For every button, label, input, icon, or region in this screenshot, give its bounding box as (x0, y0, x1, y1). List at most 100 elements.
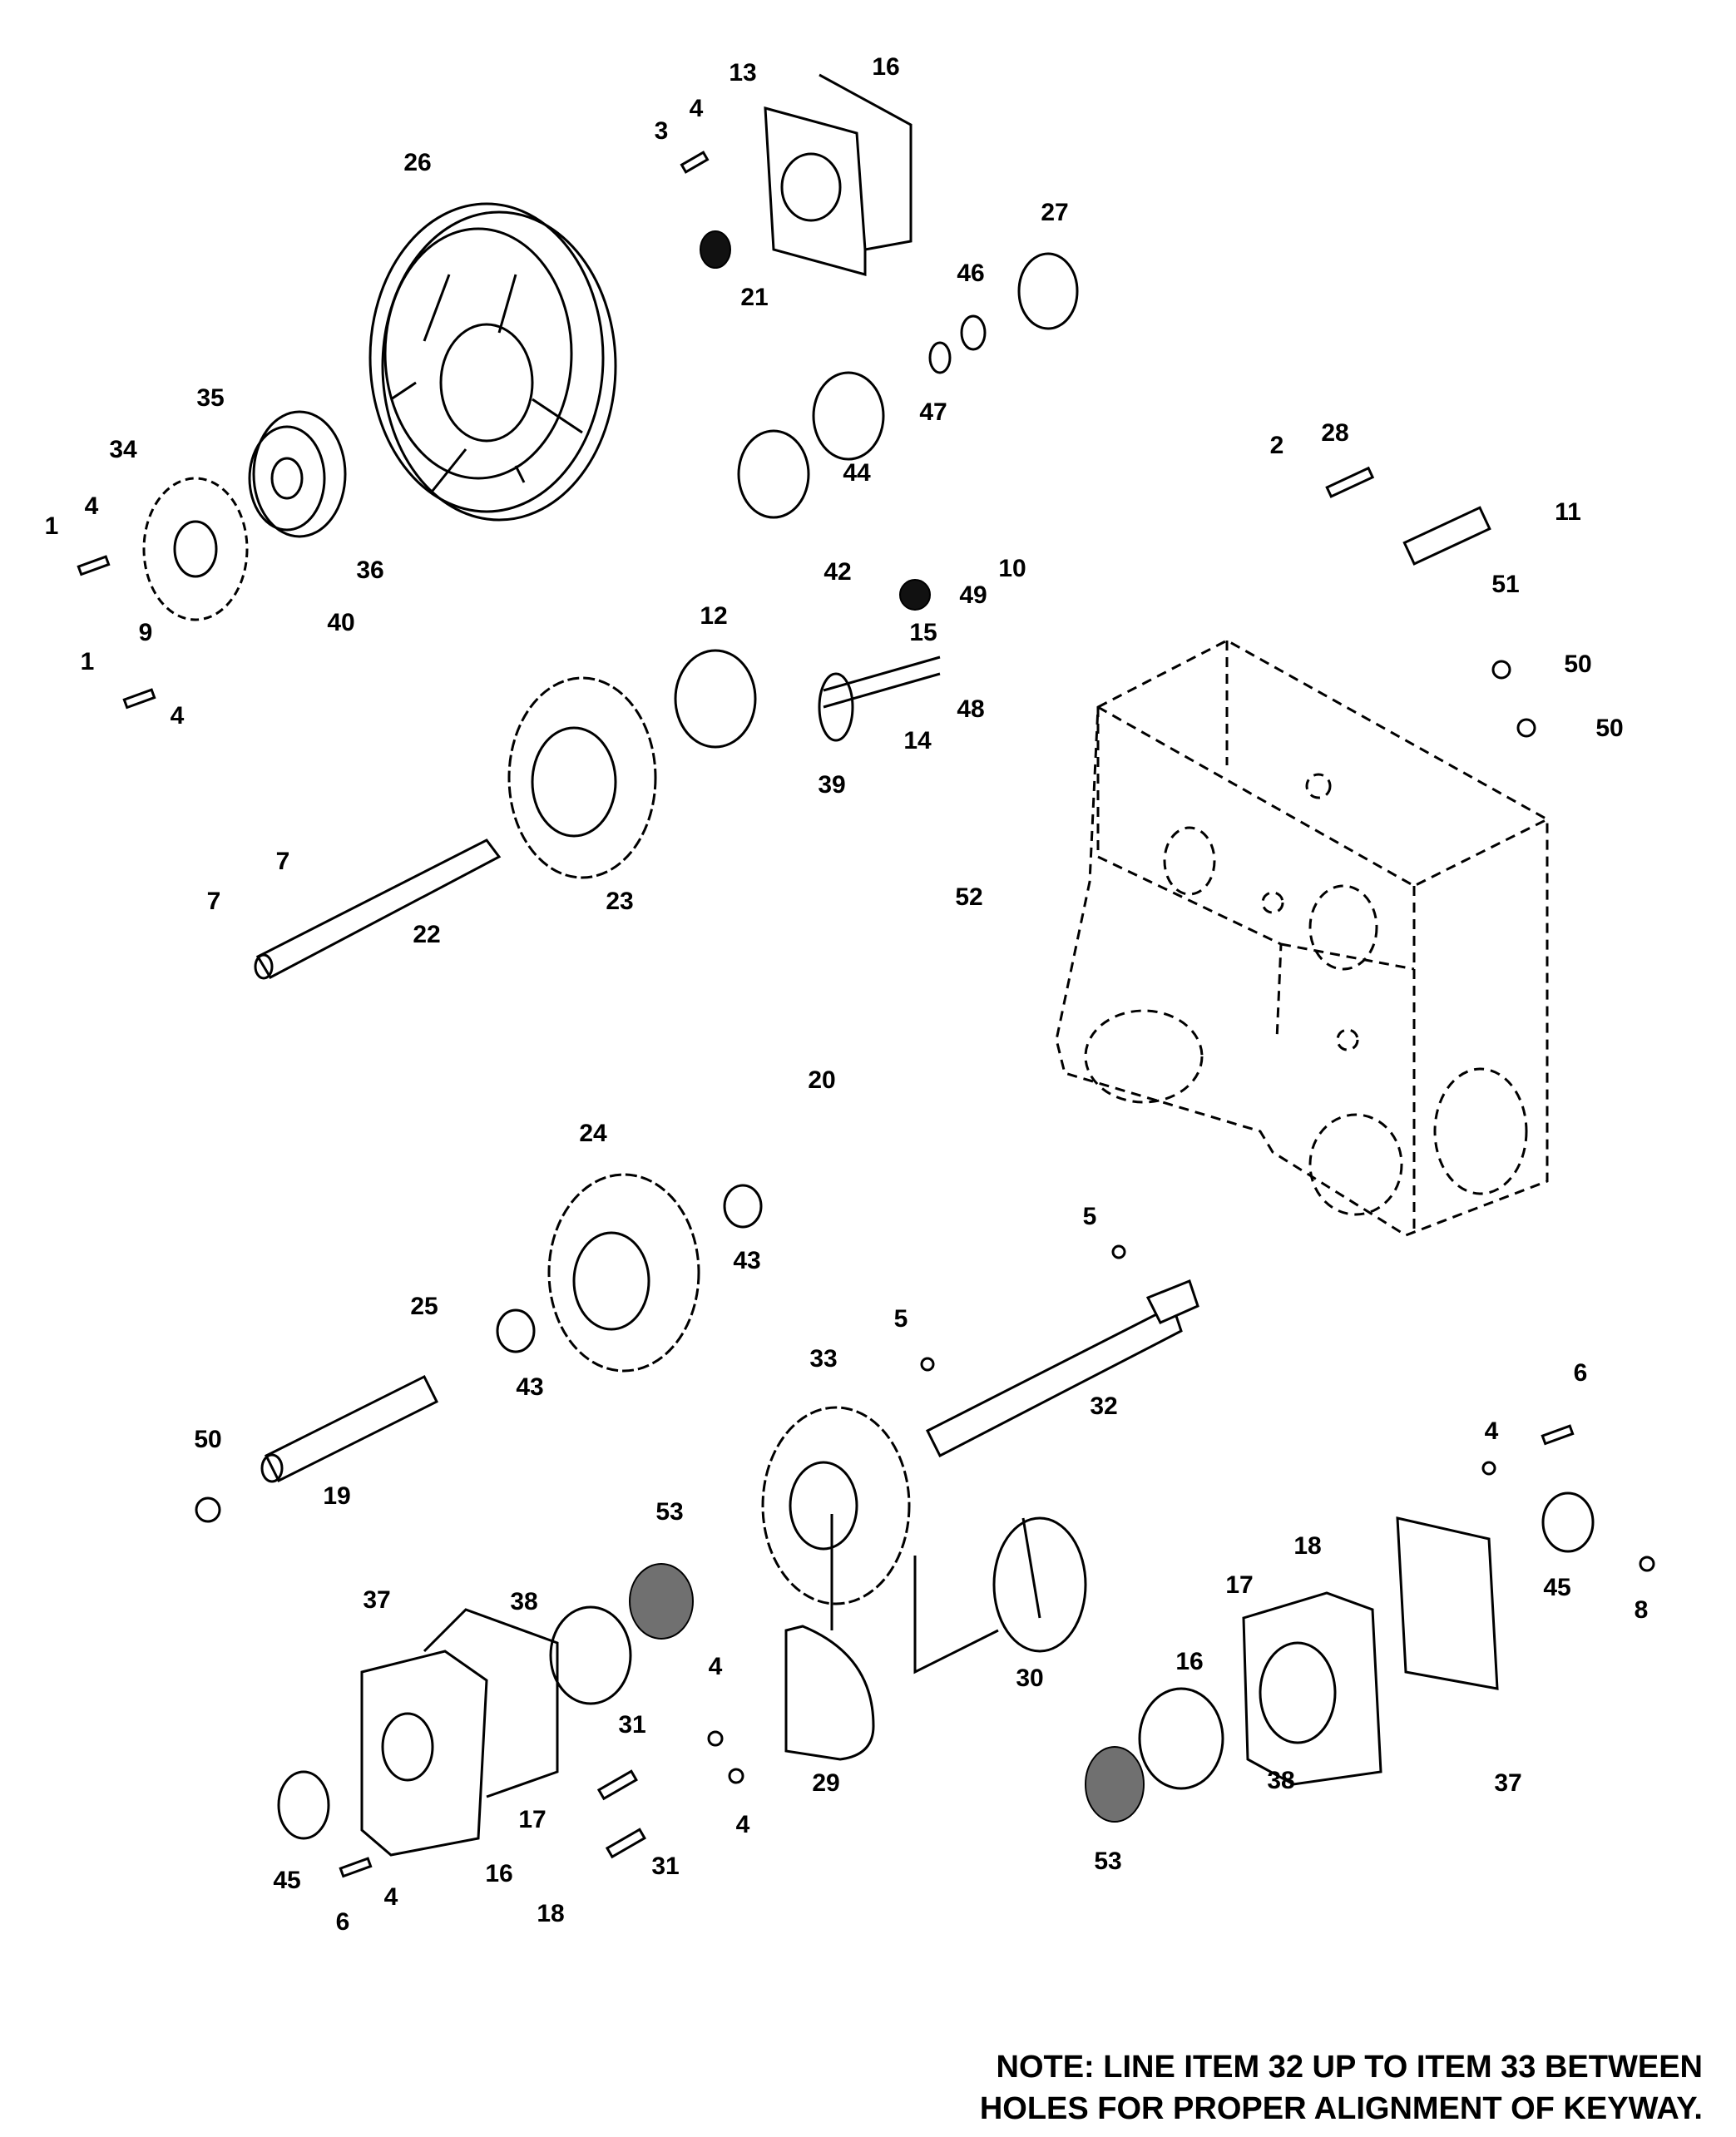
callout-1b: 1 (81, 648, 95, 675)
bearing-43b (496, 1308, 536, 1353)
callout-5a: 5 (1083, 1203, 1097, 1230)
bearing-housing-right (1085, 1491, 1595, 1823)
callout-43a: 43 (733, 1247, 760, 1274)
callout-4d: 4 (1485, 1417, 1499, 1445)
callout-7b: 7 (207, 888, 221, 915)
callout-27: 27 (1041, 199, 1068, 226)
callout-51: 51 (1491, 571, 1519, 598)
callout-20: 20 (808, 1066, 835, 1094)
callout-6a: 6 (1574, 1359, 1588, 1387)
callout-26: 26 (403, 149, 431, 176)
callout-labels: 1 4 9 1 4 34 35 36 40 26 3 4 13 16 21 27… (45, 53, 1649, 1936)
bearing-43a (723, 1184, 763, 1229)
callout-43b: 43 (516, 1373, 543, 1401)
callout-17b: 17 (518, 1806, 546, 1833)
callout-53b: 53 (1094, 1848, 1121, 1875)
callout-45b: 45 (273, 1867, 300, 1894)
callout-9: 9 (139, 619, 153, 646)
callout-4g: 4 (384, 1883, 398, 1911)
callout-10: 10 (998, 555, 1026, 582)
callout-23: 23 (606, 888, 633, 915)
callout-29: 29 (812, 1769, 839, 1797)
gear-24 (547, 1173, 700, 1373)
callout-4c: 4 (690, 95, 704, 122)
callout-4b: 4 (171, 702, 185, 730)
callout-50b: 50 (1595, 715, 1623, 742)
fasteners (77, 555, 1655, 1878)
callout-1a: 1 (45, 512, 59, 540)
callout-5b: 5 (894, 1305, 908, 1333)
callout-46: 46 (957, 260, 984, 287)
hub-12 (674, 649, 757, 749)
callout-7a: 7 (276, 848, 290, 875)
gear-23 (507, 676, 657, 879)
callout-49: 49 (959, 581, 987, 609)
shaft-19 (260, 1374, 439, 1483)
callout-22: 22 (413, 921, 440, 948)
callout-24: 24 (579, 1120, 607, 1147)
callout-16c: 16 (485, 1860, 512, 1887)
callout-3: 3 (655, 117, 669, 145)
callout-38b: 38 (1267, 1767, 1294, 1794)
callout-16a: 16 (872, 53, 899, 81)
callout-4e: 4 (709, 1653, 723, 1680)
callout-4a: 4 (85, 492, 99, 520)
callout-37b: 37 (1494, 1769, 1521, 1797)
note-line-2: HOLES FOR PROPER ALIGNMENT OF KEYWAY. (979, 2091, 1703, 2126)
callout-14: 14 (903, 727, 932, 754)
callout-52: 52 (955, 883, 982, 911)
callout-45a: 45 (1543, 1574, 1570, 1601)
callout-17a: 17 (1225, 1571, 1253, 1599)
alignment-lines (830, 1514, 999, 1674)
callout-8: 8 (1635, 1596, 1649, 1624)
callout-50a: 50 (1564, 650, 1591, 678)
callout-11: 11 (1555, 498, 1581, 526)
hub-36 (248, 410, 347, 538)
callout-50c: 50 (194, 1426, 221, 1453)
callout-32: 32 (1090, 1393, 1117, 1420)
callout-38a: 38 (510, 1588, 537, 1615)
gear-33 (761, 1406, 911, 1605)
callout-6b: 6 (336, 1908, 350, 1936)
gearbox-housing (1055, 639, 1549, 1237)
eccentric-30 (992, 1516, 1087, 1653)
callout-31b: 31 (651, 1853, 679, 1880)
sheave-26 (368, 202, 617, 522)
callout-31a: 31 (618, 1711, 645, 1739)
alignment-note: NOTE: LINE ITEM 32 UP TO ITEM 33 BETWEEN… (980, 2046, 1703, 2130)
shaft-32 (925, 1279, 1199, 1458)
callout-25: 25 (410, 1293, 438, 1320)
callout-39: 39 (818, 771, 845, 799)
callout-48: 48 (957, 695, 984, 723)
callout-40: 40 (327, 609, 354, 636)
small-parts-top (680, 151, 1491, 611)
callout-18b: 18 (537, 1900, 564, 1927)
callout-15: 15 (909, 619, 937, 646)
eccentric-29 (784, 1625, 875, 1761)
callout-35: 35 (196, 384, 224, 412)
bearing-housing-left (277, 1563, 694, 1857)
sprocket-34 (142, 477, 249, 621)
callout-34: 34 (109, 436, 137, 463)
shaft-22 (254, 838, 502, 980)
callout-33: 33 (809, 1345, 837, 1373)
callout-53a: 53 (655, 1498, 683, 1526)
callout-37a: 37 (363, 1586, 390, 1614)
callout-16b: 16 (1175, 1648, 1203, 1675)
callout-13: 13 (729, 59, 756, 87)
callout-42: 42 (823, 558, 851, 586)
callout-21: 21 (740, 284, 768, 311)
callout-18a: 18 (1293, 1532, 1321, 1560)
callout-44: 44 (843, 459, 871, 487)
linkage-14-39 (818, 655, 941, 742)
callout-12: 12 (700, 602, 727, 630)
callout-4f: 4 (736, 1811, 750, 1838)
callout-36: 36 (356, 557, 383, 584)
callout-19: 19 (323, 1482, 350, 1510)
bearing-cover-top (764, 73, 913, 276)
callout-28: 28 (1321, 419, 1348, 447)
callout-30: 30 (1016, 1665, 1043, 1692)
callout-47: 47 (919, 398, 947, 426)
